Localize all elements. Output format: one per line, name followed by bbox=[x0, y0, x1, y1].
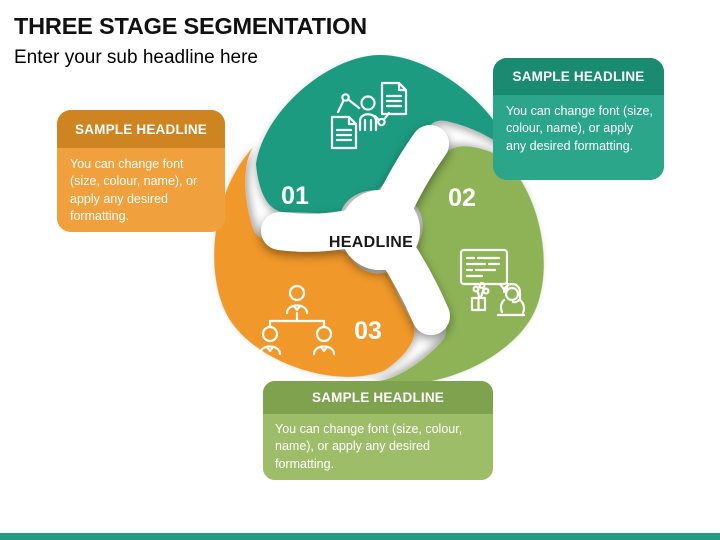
callout-stage-1-header: SAMPLE HEADLINE bbox=[57, 110, 225, 148]
diagram-center-label: HEADLINE bbox=[329, 234, 413, 251]
callout-stage-1: SAMPLE HEADLINE You can change font (siz… bbox=[57, 110, 225, 232]
stage-1-lobe bbox=[256, 55, 515, 216]
stage-3-number: 03 bbox=[354, 317, 382, 345]
customer-survey-icon bbox=[459, 248, 526, 317]
stage-2-number: 02 bbox=[448, 184, 476, 212]
center-spinner-shape bbox=[261, 125, 450, 335]
stage-3-lobe bbox=[214, 147, 415, 377]
callout-stage-2-body: You can change font (size, colour, name)… bbox=[493, 95, 664, 180]
documents-exchange-icon bbox=[330, 81, 408, 150]
callout-stage-1-body: You can change font (size, colour, name)… bbox=[57, 148, 225, 232]
callout-stage-3-header: SAMPLE HEADLINE bbox=[263, 381, 493, 414]
callout-stage-3: SAMPLE HEADLINE You can change font (siz… bbox=[263, 381, 493, 480]
org-chart-icon bbox=[258, 284, 336, 356]
callout-stage-2: SAMPLE HEADLINE You can change font (siz… bbox=[493, 58, 664, 180]
slide-subtitle: Enter your sub headline here bbox=[14, 47, 258, 68]
callout-stage-2-header: SAMPLE HEADLINE bbox=[493, 58, 664, 95]
three-stage-diagram: HEADLINE 01 02 03 bbox=[205, 55, 565, 390]
slide-title: THREE STAGE SEGMENTATION bbox=[14, 13, 367, 39]
footer-accent-bar bbox=[0, 533, 720, 540]
callout-stage-3-body: You can change font (size, colour, name)… bbox=[263, 414, 493, 480]
stage-1-number: 01 bbox=[281, 182, 309, 210]
stage-2-lobe bbox=[372, 146, 544, 385]
